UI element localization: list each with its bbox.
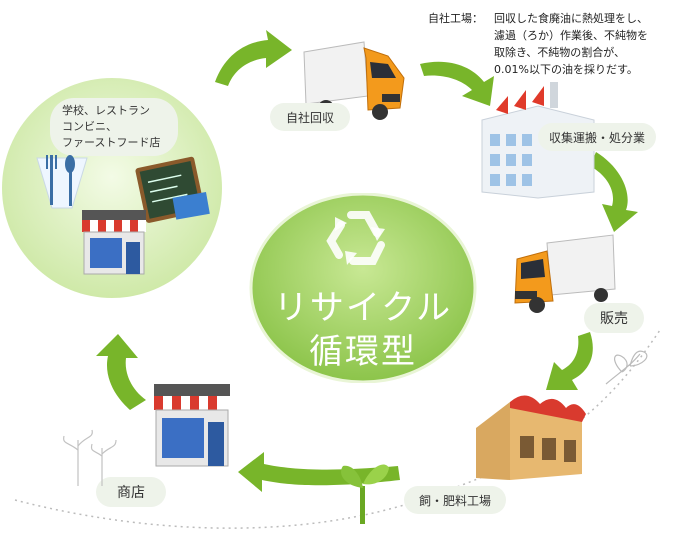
arrow-to-collection [215, 30, 292, 86]
label-feed-factory: 飼・肥料工場 [404, 486, 506, 514]
customer-line-1: 学校、レストラン [62, 104, 150, 117]
plant-note-line-4: 0.01%以下の油を採りだす。 [494, 63, 638, 76]
plant-note-line-2: 濾過（ろか）作業後、不純物を [494, 29, 648, 42]
center-circle [249, 193, 477, 383]
customer-type-label: 学校、レストラン コンビニ、 ファーストフード店 [50, 98, 178, 156]
feed-factory-icon [476, 395, 586, 480]
plant-note-label: 自社工場： [428, 12, 483, 25]
label-processing: 収集運搬・処分業 [538, 123, 656, 151]
label-collection: 自社回収 [270, 103, 350, 131]
label-sale: 販売 [584, 303, 644, 333]
center-title-line1: リサイクル [273, 288, 453, 328]
grass-doodle-icon [63, 429, 117, 486]
arrow-to-customers [96, 334, 146, 410]
chalkboard-icon [135, 156, 210, 223]
fork-knife-icon [36, 155, 88, 209]
center-title-line2: 循環型 [309, 332, 417, 372]
arrow-to-plant [420, 61, 494, 106]
customer-line-2: コンビニ、 [62, 120, 117, 133]
collection-truck-icon [303, 41, 405, 120]
plant-note-line-3: 取除き、不純物の割合が、 [494, 46, 626, 59]
recycle-icon [326, 211, 385, 265]
arrow-to-feed-factory [546, 332, 593, 390]
sprout-doodle-icon [605, 350, 648, 385]
arrow-to-sale [590, 152, 638, 232]
seedling-icon [341, 464, 389, 524]
storefront-icon [82, 210, 146, 275]
customer-line-3: ファーストフード店 [62, 136, 161, 149]
label-shop: 商店 [96, 477, 166, 507]
shop-storefront-icon [154, 384, 230, 467]
sales-truck-icon [514, 234, 616, 313]
plant-note-line-1: 回収した食廃油に熱処理をし、 [494, 12, 648, 25]
